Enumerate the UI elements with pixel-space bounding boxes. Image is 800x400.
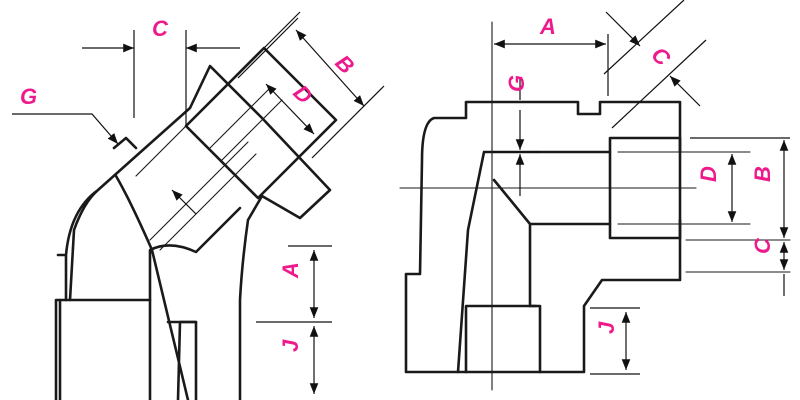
elbow-45-body-outline bbox=[56, 64, 332, 400]
dim-label-j-left: J bbox=[278, 339, 303, 352]
dim-label-d-right: D bbox=[696, 166, 721, 182]
elbow-45-lower-socket bbox=[54, 298, 198, 400]
dim-label-c-right-bottom: C bbox=[750, 237, 775, 254]
dim-b-ext-2 bbox=[311, 85, 385, 159]
dim-label-d-left: D bbox=[288, 80, 317, 109]
elbow-90-body-outline bbox=[404, 100, 682, 374]
dim-b-ext-1 bbox=[263, 11, 301, 49]
elbow-45-flow-arrow bbox=[171, 189, 197, 215]
dim-label-c-right-top: C bbox=[646, 42, 676, 72]
elbow-45-view: C B D G A J bbox=[12, 11, 385, 400]
elbow-45-inner-lines bbox=[114, 174, 242, 400]
dim-b-ext-3 bbox=[237, 17, 299, 79]
dim-label-a-left: A bbox=[278, 262, 303, 279]
dim-b-arrow bbox=[295, 29, 365, 107]
elbow-45-notch bbox=[112, 136, 138, 150]
dim-c-ext-diag-1 bbox=[603, 0, 685, 75]
elbow-90-inner-lines bbox=[617, 151, 791, 273]
elbow-90-lower-socket bbox=[464, 304, 542, 374]
dim-label-b-left: B bbox=[330, 50, 359, 79]
dim-c-arrow-diag-2 bbox=[669, 75, 701, 107]
dim-label-b-right: B bbox=[750, 166, 775, 182]
dim-label-g-left: G bbox=[20, 84, 37, 109]
dim-c-ext-diag-2 bbox=[611, 39, 707, 129]
dim-label-c-left: C bbox=[152, 16, 169, 41]
dim-label-g-right: G bbox=[504, 75, 529, 92]
elbow-90-port-box bbox=[608, 136, 682, 240]
dim-d-arrow bbox=[265, 83, 315, 135]
elbow-90-bore bbox=[456, 150, 612, 374]
dim-c-arrow-diag bbox=[605, 11, 641, 47]
elbow-45-port-outline bbox=[184, 46, 338, 200]
dim-label-a-right: A bbox=[539, 14, 556, 39]
dim-label-j-right: J bbox=[594, 321, 619, 334]
dim-g-leader bbox=[12, 113, 119, 145]
elbow-90-view: A C G D B C J bbox=[399, 0, 791, 391]
elbow-45-bore-lines bbox=[135, 87, 283, 251]
